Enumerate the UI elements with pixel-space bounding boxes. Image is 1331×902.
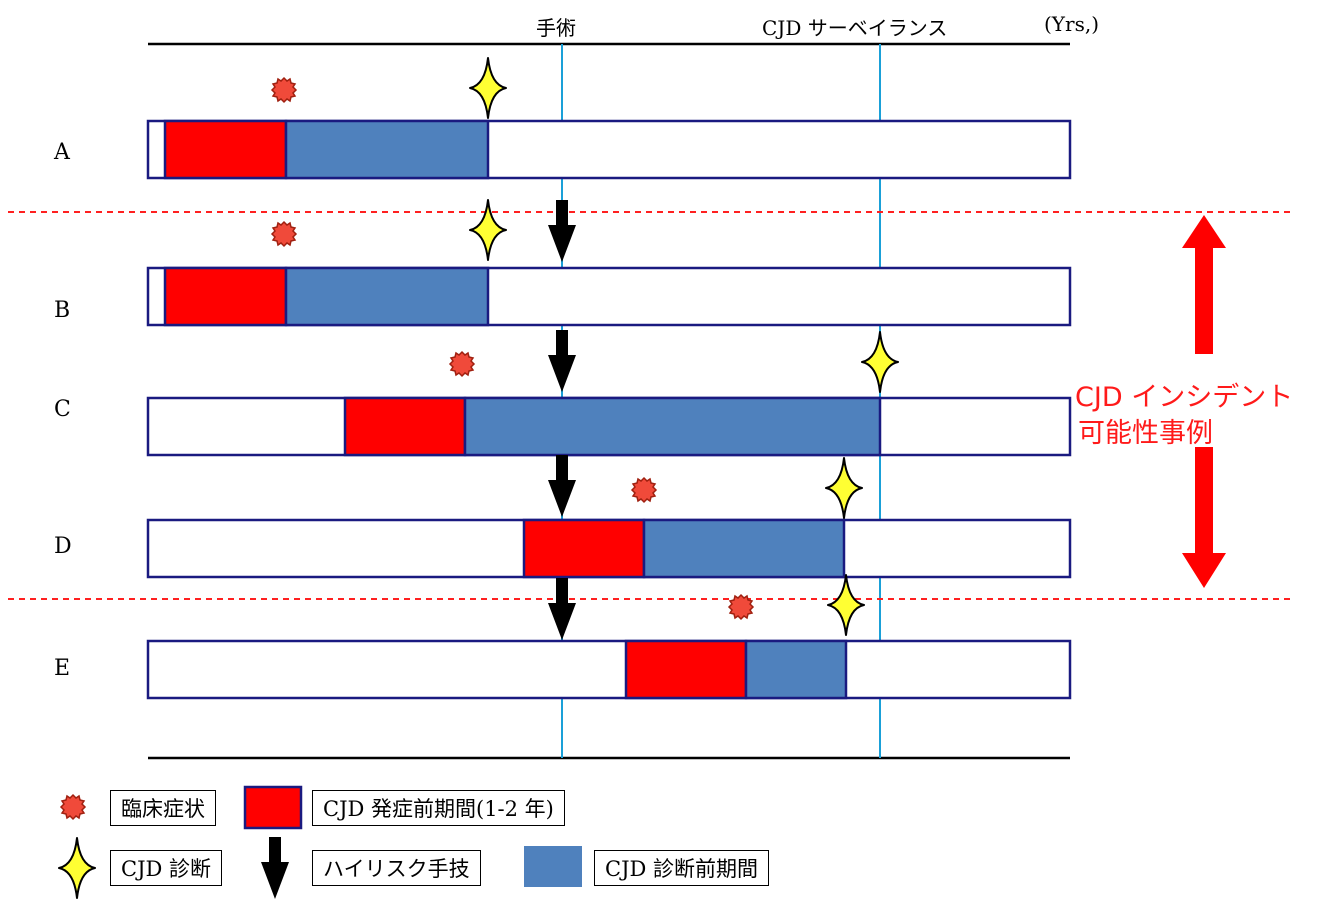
timeline-row-e: [146, 574, 1072, 700]
pre-onset-segment: [343, 396, 467, 457]
legend-diagnosis-star-icon: [58, 837, 96, 899]
incident-range-double-arrow: [1182, 215, 1226, 588]
timeline-row-b: [146, 199, 1072, 327]
legend-diagnosis-label: CJD 診断: [110, 850, 222, 886]
pre-diagnosis-segment: [463, 396, 882, 457]
high-risk-procedure-arrow-icon: [548, 578, 576, 640]
pre-onset-segment: [624, 639, 748, 700]
unit-label: (Yrs,): [1044, 12, 1099, 36]
timeline-row-d: [146, 455, 1072, 579]
high-risk-procedure-arrow-icon: [548, 330, 576, 392]
row-label-c: C: [54, 397, 71, 422]
surgery-label: 手術: [536, 16, 576, 40]
symptom-icon: [449, 351, 475, 377]
diagnosis-star-icon: [827, 574, 865, 636]
legend-pre-diagnosis-label: CJD 診断前期間: [594, 850, 769, 886]
surveillance-label: CJD サーベイランス: [762, 16, 948, 40]
incident-label-line1: CJD インシデント: [1075, 382, 1294, 413]
diagnosis-star-icon: [861, 331, 899, 393]
pre-onset-segment: [163, 266, 288, 327]
diagnosis-star-icon: [469, 57, 507, 119]
row-label-d: D: [54, 534, 72, 559]
pre-onset-segment: [163, 119, 288, 180]
pre-diagnosis-segment: [284, 119, 490, 180]
pre-diagnosis-segment: [642, 518, 846, 579]
high-risk-procedure-arrow-icon: [548, 455, 576, 517]
pre-onset-segment: [522, 518, 646, 579]
symptom-icon: [631, 477, 657, 503]
legend-high-risk-arrow-icon: [261, 837, 289, 899]
row-label-b: B: [54, 298, 71, 323]
pre-diagnosis-segment: [284, 266, 490, 327]
legend-symptom-icon: [60, 794, 86, 820]
diagnosis-star-icon: [469, 199, 507, 261]
pre-diagnosis-segment: [744, 639, 848, 700]
timeline-row-c: [146, 330, 1072, 457]
legend-symptom-label: 臨床症状: [110, 790, 216, 826]
symptom-icon: [271, 221, 297, 247]
row-label-a: A: [54, 140, 70, 165]
legend-pre-onset-label: CJD 発症前期間(1-2 年): [312, 790, 565, 826]
diagnosis-star-icon: [825, 457, 863, 519]
incident-label-line2: 可能性事例: [1078, 418, 1213, 449]
legend-pre-diagnosis-swatch: [524, 846, 582, 887]
high-risk-procedure-arrow-icon: [548, 200, 576, 262]
row-bar: [146, 639, 1072, 700]
symptom-icon: [271, 77, 297, 103]
timeline-row-a: [146, 57, 1072, 180]
row-label-e: E: [54, 656, 71, 681]
legend-high-risk-label: ハイリスク手技: [312, 850, 481, 886]
legend-pre-onset-swatch: [243, 785, 303, 830]
